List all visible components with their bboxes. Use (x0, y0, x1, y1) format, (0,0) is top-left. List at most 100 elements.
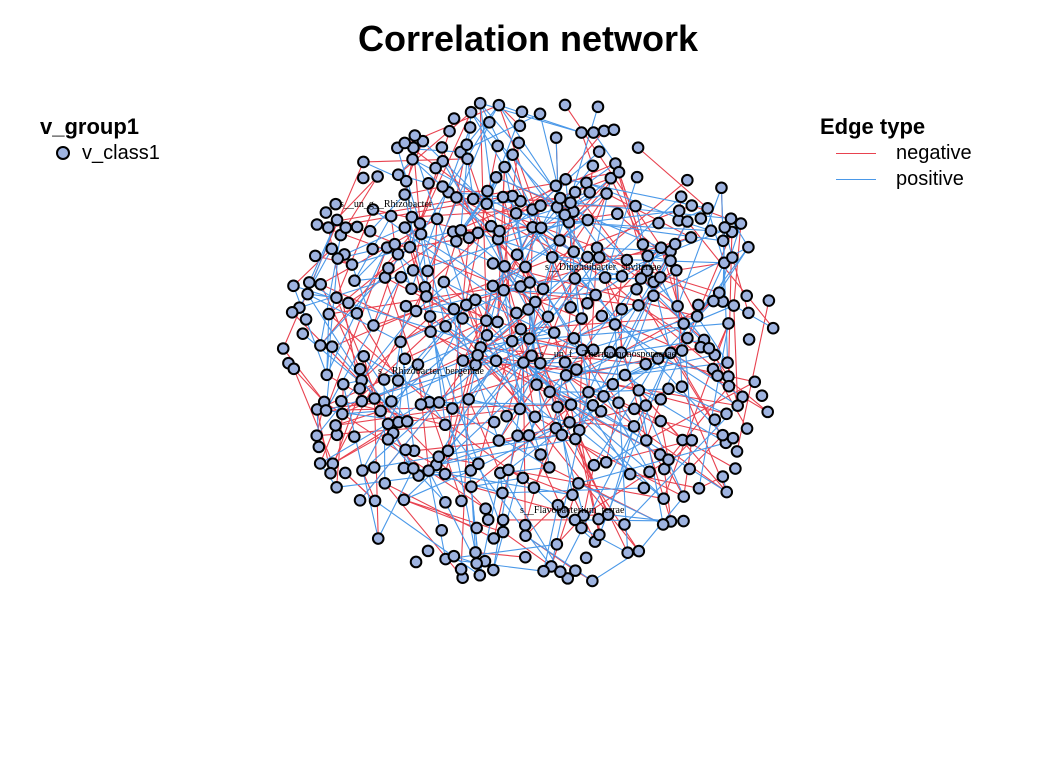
network-node (543, 461, 556, 474)
positive-edge (707, 208, 725, 263)
network-node (447, 549, 461, 563)
network-node (601, 508, 615, 521)
network-node (299, 313, 313, 326)
negative-edge (293, 368, 334, 464)
network-node (716, 234, 730, 248)
network-node (329, 419, 342, 432)
network-node (296, 327, 310, 341)
network-node (455, 494, 468, 508)
network-node (530, 378, 543, 392)
positive-edge (614, 324, 629, 553)
negative-edge (460, 399, 470, 570)
network-node (357, 155, 370, 169)
network-node (537, 564, 550, 578)
network-node (740, 422, 754, 435)
network-node (514, 322, 528, 336)
positive-edge (557, 406, 573, 495)
network-node (336, 377, 350, 391)
negative-edge (403, 499, 504, 533)
positive-edge (380, 320, 487, 412)
network-node (381, 433, 395, 446)
network-node (592, 145, 606, 158)
network-node (336, 407, 349, 421)
network-node (594, 404, 608, 418)
network-node (473, 96, 487, 110)
network-node (632, 299, 645, 312)
network-node (715, 181, 728, 195)
network-node (694, 212, 708, 225)
network-node (470, 521, 483, 535)
negative-edge (330, 276, 402, 474)
positive-edge (391, 338, 530, 402)
network-node (581, 296, 594, 310)
network-node (502, 463, 515, 477)
edge-legend-label: negative (896, 141, 972, 164)
network-node (325, 242, 339, 256)
network-node (496, 190, 510, 204)
network-node (432, 450, 446, 464)
network-node (639, 434, 653, 447)
negative-edge (574, 438, 609, 515)
network-node (692, 298, 705, 312)
positive-edge (486, 334, 583, 351)
node-circle-icon (56, 146, 70, 160)
network-node (385, 395, 398, 408)
negative-edge (320, 283, 478, 356)
negative-edge (443, 241, 457, 283)
network-node (716, 428, 730, 442)
network-node (469, 546, 482, 559)
positive-edge (624, 295, 654, 376)
network-node (487, 532, 501, 545)
network-node (422, 177, 435, 190)
network-node (462, 231, 476, 245)
network-node (430, 212, 444, 226)
negative-edge (480, 346, 646, 365)
negative-edge (468, 399, 501, 474)
network-node (399, 299, 413, 313)
network-node (497, 283, 511, 297)
network-node (536, 282, 550, 296)
positive-edge (383, 334, 488, 381)
network-node (748, 375, 762, 389)
network-node (486, 257, 500, 270)
network-node (435, 524, 449, 537)
positive-edge (624, 405, 739, 525)
positive-edge (445, 543, 557, 560)
positive-edge (677, 187, 722, 307)
network-node (517, 356, 530, 369)
negative-edge (515, 212, 553, 258)
network-node (681, 215, 694, 228)
network-node (569, 432, 582, 446)
network-node (353, 494, 367, 507)
network-node (657, 492, 670, 505)
positive-edge (466, 158, 474, 199)
edge-legend-label: positive (896, 167, 964, 190)
network-node (670, 263, 683, 277)
positive-edge (552, 256, 623, 277)
network-node (439, 319, 452, 333)
network-node (675, 344, 689, 357)
network-node (489, 170, 503, 184)
network-node (350, 307, 364, 320)
network-node (480, 197, 493, 211)
network-node (377, 373, 391, 386)
network-node (479, 314, 493, 327)
network-node (491, 315, 504, 329)
network-node (331, 252, 345, 265)
network-node (762, 294, 776, 307)
network-node (586, 399, 600, 412)
negative-edge (384, 277, 462, 502)
network-node (551, 400, 564, 414)
network-node (575, 521, 588, 535)
positive-edge (387, 439, 414, 469)
network-node (701, 202, 714, 215)
network-node (564, 301, 577, 314)
network-node (422, 464, 435, 477)
network-node (506, 148, 519, 161)
node-legend-entry: v_class1 (40, 140, 160, 166)
network-node (553, 191, 567, 205)
network-node (720, 407, 733, 421)
network-node (702, 341, 716, 355)
network-node (366, 242, 379, 256)
network-node (654, 414, 668, 428)
